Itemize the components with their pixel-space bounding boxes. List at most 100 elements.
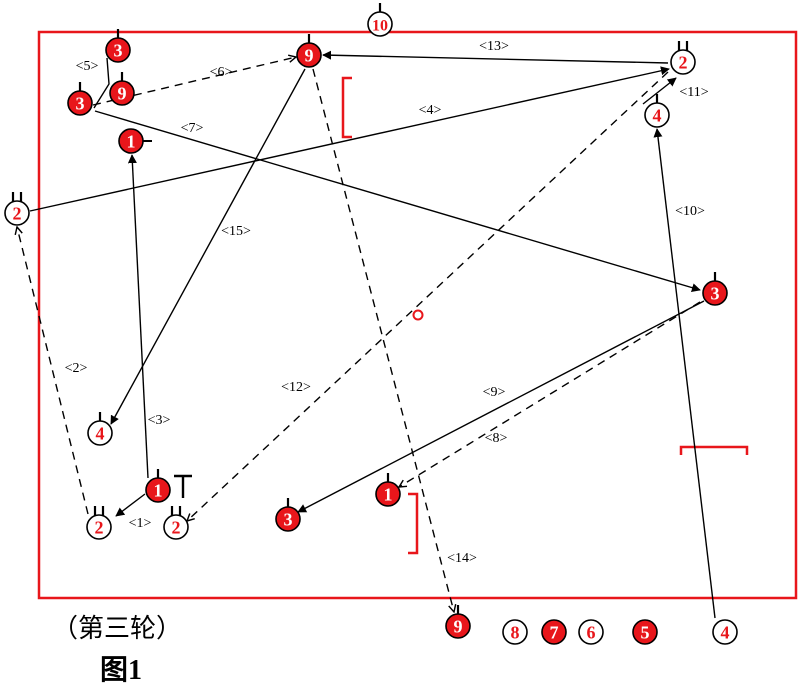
player-p8: 8	[502, 619, 528, 645]
movement-labels: <1><2><3><4><5><6><7><8><9><10><11><12><…	[65, 39, 709, 566]
player-token	[86, 514, 112, 540]
move-line-15	[110, 68, 306, 425]
move-label-6: <6>	[210, 65, 233, 80]
move-label-12: <12>	[281, 380, 311, 395]
player-token	[296, 42, 322, 68]
player-p1-c: 1	[375, 473, 401, 507]
move-label-5: <5>	[76, 59, 99, 74]
move-line-7	[94, 110, 701, 293]
player-number: 6	[587, 623, 596, 643]
player-p3-b: 3	[67, 82, 93, 116]
player-p9-c: 9	[445, 605, 471, 639]
player-token	[275, 506, 301, 532]
player-p7: 7	[541, 619, 567, 645]
player-token	[4, 200, 30, 226]
player-token	[118, 128, 144, 154]
player-token	[145, 477, 171, 503]
move-label-1: <1>	[129, 516, 152, 531]
player-p2-b: 2	[4, 192, 30, 226]
player-number: 2	[172, 518, 181, 538]
player-p2-a: 2	[670, 41, 696, 75]
move-line-9	[297, 300, 705, 513]
player-p3-a: 3	[105, 29, 131, 63]
player-p3-c: 3	[702, 272, 728, 306]
move-label-8: <8>	[485, 431, 508, 446]
move-label-15: <15>	[221, 224, 251, 239]
player-p2-d: 2	[163, 506, 189, 540]
player-token	[67, 90, 93, 116]
player-p6: 6	[578, 619, 604, 645]
player-p3-d: 3	[275, 498, 301, 532]
move-line-10	[653, 128, 716, 619]
player-token	[670, 49, 696, 75]
move-label-4: <4>	[419, 103, 442, 118]
move-line-14	[312, 68, 454, 612]
player-p1-b: 1	[145, 469, 192, 503]
center-mark	[412, 309, 424, 321]
move-label-7: <7>	[181, 121, 204, 136]
player-p4-a: 4	[644, 94, 670, 128]
player-token	[644, 102, 670, 128]
player-number: 2	[13, 204, 22, 224]
move-label-2: <2>	[65, 361, 88, 376]
player-p9-b: 9	[296, 34, 322, 68]
player-token	[502, 619, 528, 645]
move-line-5	[93, 57, 110, 109]
player-token	[632, 619, 658, 645]
player-token	[541, 619, 567, 645]
player-token	[445, 613, 471, 639]
move-line-8	[399, 301, 701, 487]
player-number: 2	[95, 518, 104, 538]
player-number: 8	[511, 623, 520, 643]
screen-mark	[174, 474, 192, 498]
player-number: 9	[118, 84, 127, 104]
move-label-14: <14>	[447, 551, 477, 566]
player-p1-a: 1	[118, 128, 152, 154]
player-token	[712, 619, 738, 645]
player-number: 4	[721, 623, 730, 643]
player-token	[109, 80, 135, 106]
player-number: 3	[711, 284, 720, 304]
move-line-4	[29, 66, 670, 212]
move-label-11: <11>	[679, 85, 708, 100]
player-number: 9	[454, 617, 463, 637]
player-token	[375, 481, 401, 507]
move-label-9: <9>	[483, 385, 506, 400]
player-number: 4	[96, 424, 105, 444]
player-p2-c: 2	[86, 506, 112, 540]
figure-caption: 图1	[100, 655, 143, 686]
player-number: 10	[372, 18, 388, 35]
player-number: 4	[653, 106, 662, 126]
player-number: 3	[76, 94, 85, 114]
player-p10-top: 10	[367, 3, 393, 37]
player-number: 1	[127, 132, 136, 152]
player-number: 7	[550, 623, 559, 643]
player-number: 1	[154, 481, 163, 501]
move-line-1	[115, 493, 146, 517]
marker-bracket-left	[341, 76, 352, 139]
player-number: 1	[384, 485, 393, 505]
move-label-10: <10>	[675, 204, 705, 219]
move-line-2	[17, 227, 89, 515]
player-p4-b: 4	[87, 412, 113, 446]
player-number: 9	[305, 46, 314, 66]
court-boundary	[37, 30, 798, 600]
player-number: 2	[679, 53, 688, 73]
player-number: 3	[284, 510, 293, 530]
move-label-13: <13>	[479, 39, 509, 54]
player-token	[105, 37, 131, 63]
round-caption: （第三轮）	[52, 614, 183, 643]
player-token	[163, 514, 189, 540]
player-token	[578, 619, 604, 645]
marker-bracket-mid	[408, 492, 419, 555]
player-token	[702, 280, 728, 306]
move-line-13	[322, 50, 669, 64]
player-token	[367, 11, 393, 37]
player-p9-a: 9	[109, 72, 135, 106]
move-line-3	[127, 154, 149, 479]
player-token	[87, 420, 113, 446]
player-number: 3	[114, 41, 123, 61]
move-line-11	[642, 77, 677, 105]
